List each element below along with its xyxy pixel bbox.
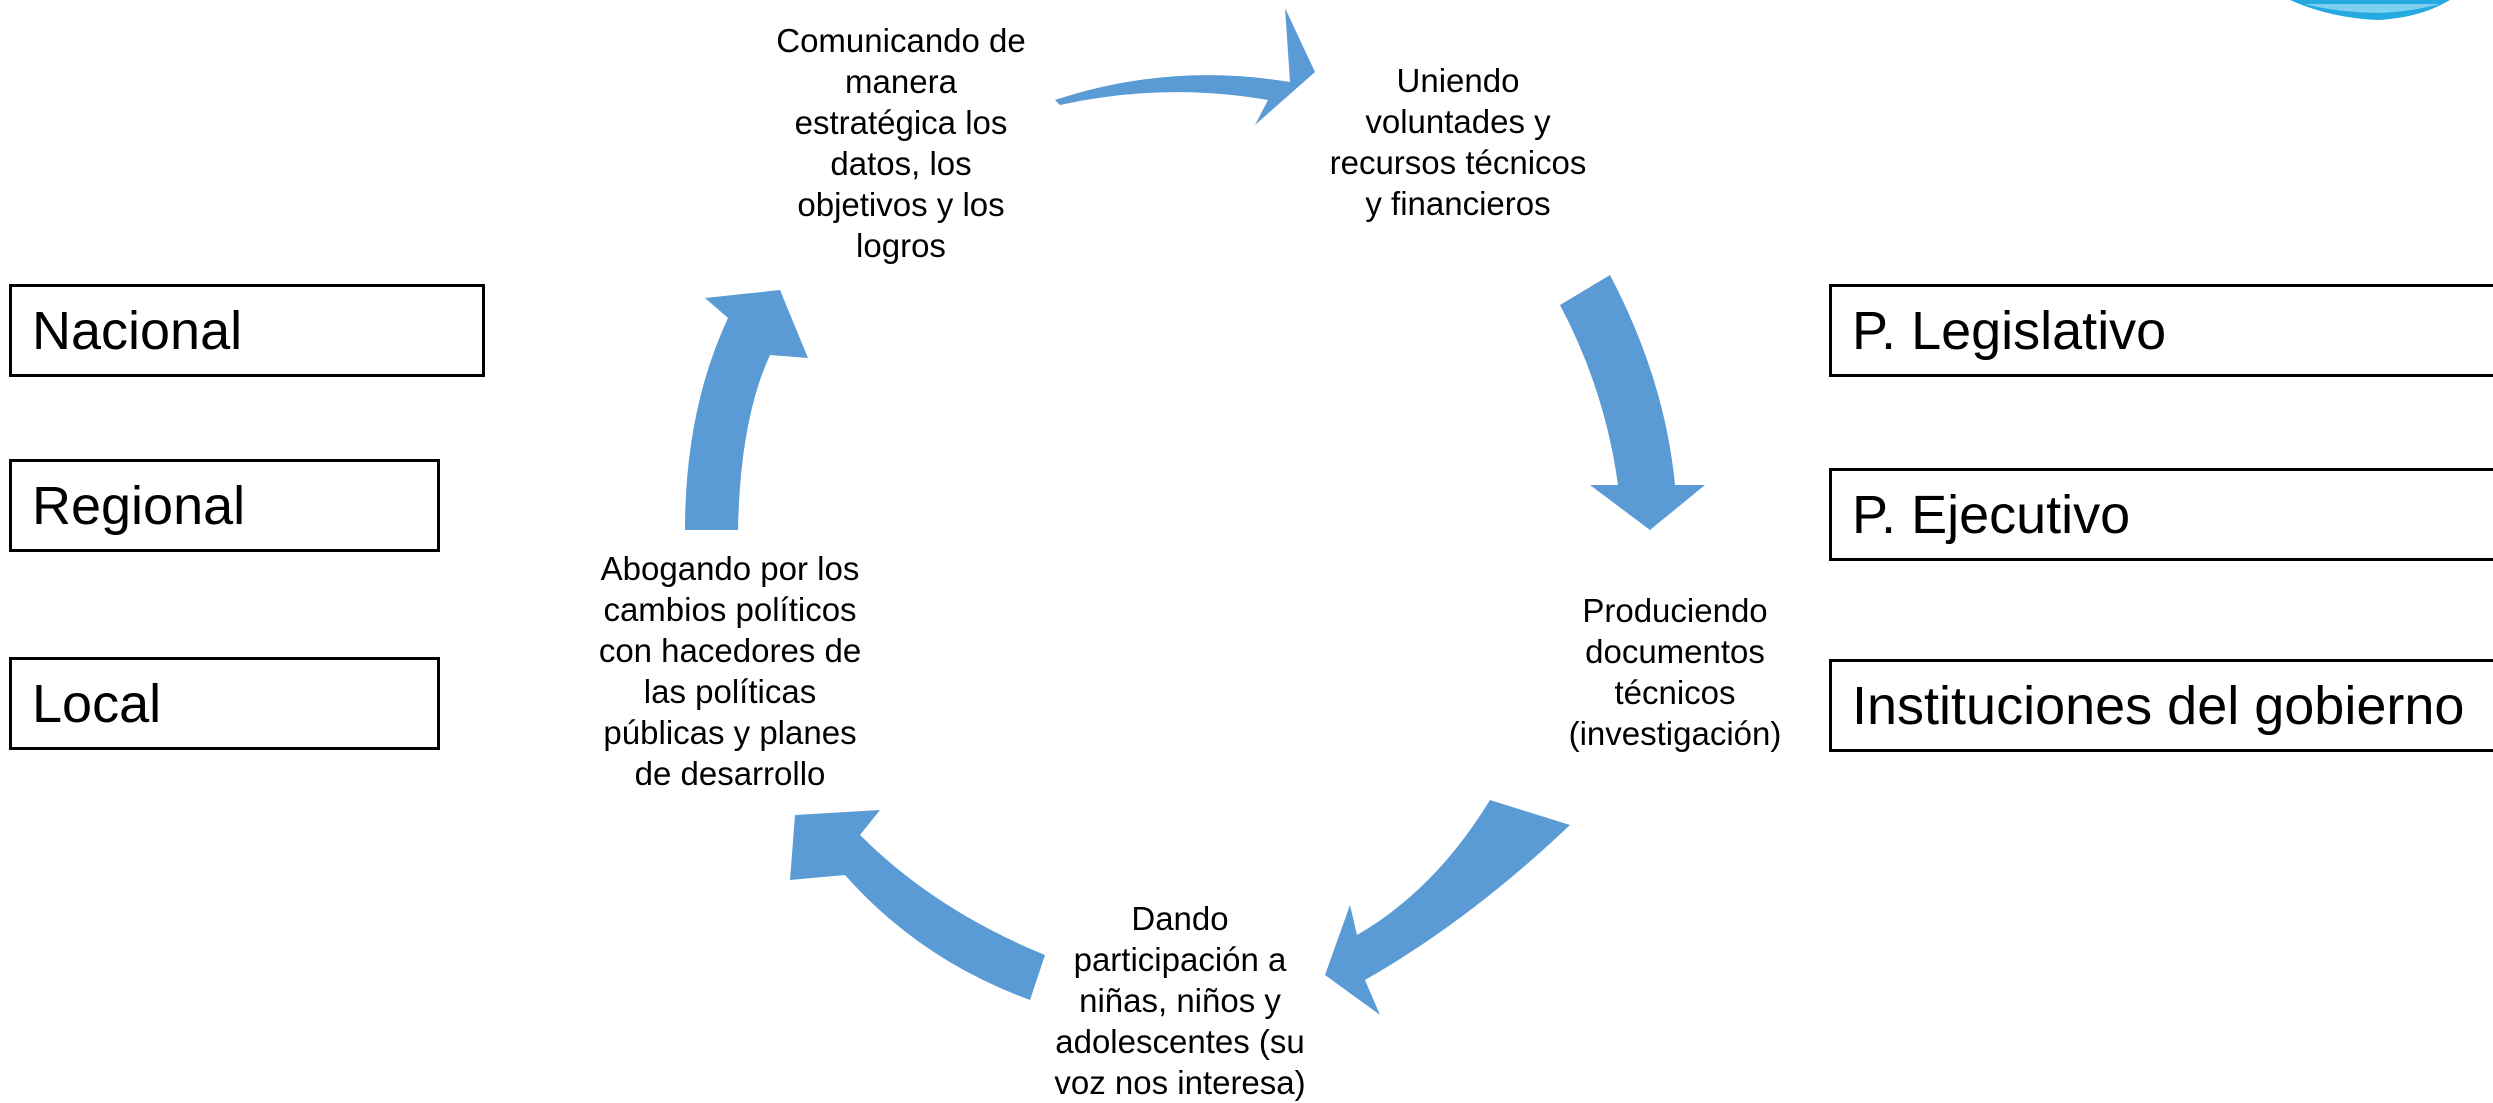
cycle-arrow-producing-to-participation — [1325, 800, 1570, 1015]
institution-label-gobierno: Instituciones del gobierno — [1852, 675, 2465, 736]
cycle-arrow-communicating-to-uniting — [1055, 8, 1315, 125]
cycle-step-participation: Dando participación a niñas, niños y ado… — [1054, 900, 1306, 1101]
institution-box-gobierno: Instituciones del gobierno — [1829, 659, 2493, 752]
cycle-step-producing: Produciendo documentos técnicos (investi… — [1568, 592, 1782, 752]
cycle-arrow-uniting-to-producing — [1560, 275, 1705, 530]
level-box-regional: Regional — [9, 459, 440, 552]
institution-label-ejecutivo: P. Ejecutivo — [1852, 484, 2131, 545]
cycle-step-advocating: Abogando por los cambios políticos con h… — [598, 550, 862, 792]
level-box-nacional: Nacional — [9, 284, 485, 377]
institution-box-ejecutivo: P. Ejecutivo — [1829, 468, 2493, 561]
level-label-local: Local — [32, 673, 162, 734]
level-label-regional: Regional — [32, 475, 246, 536]
cycle-step-uniting: Uniendo voluntades y recursos técnicos y… — [1329, 62, 1587, 222]
cycle-arrow-advocating-to-communicating — [685, 290, 808, 530]
cycle-step-communicating: Comunicando de manera estratégica los da… — [776, 22, 1026, 264]
cycle-arrow-participation-to-advocating — [790, 810, 1045, 1000]
institution-box-legislativo: P. Legislativo — [1829, 284, 2493, 377]
level-label-nacional: Nacional — [32, 300, 243, 361]
institution-label-legislativo: P. Legislativo — [1852, 300, 2167, 361]
level-box-local: Local — [9, 657, 440, 750]
